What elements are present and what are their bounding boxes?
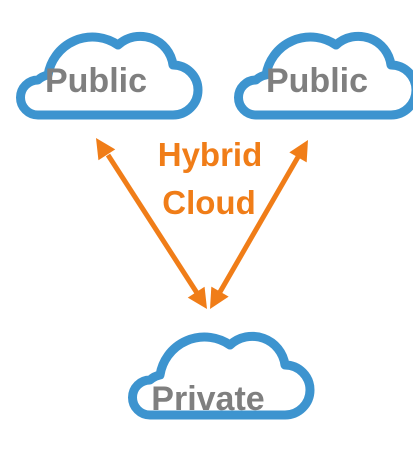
arrow-line-left xyxy=(105,153,200,295)
cloud-label-private: Private xyxy=(151,380,264,418)
arrow-head-right-bottom xyxy=(210,286,229,309)
arrow-line-right xyxy=(217,155,301,294)
connector-right xyxy=(210,140,308,309)
cloud-label-public-right: Public xyxy=(266,62,368,100)
arrow-head-left-top xyxy=(96,138,116,161)
arrow-head-left-bottom xyxy=(187,286,207,309)
hybrid-label-line-1: Hybrid xyxy=(158,136,263,173)
connector-left xyxy=(96,138,207,309)
private-cloud: Private xyxy=(133,336,311,418)
hybrid-cloud-label: Hybrid Cloud xyxy=(158,136,263,221)
public-cloud-right: Public xyxy=(239,36,413,115)
hybrid-label-line-2: Cloud xyxy=(162,184,255,221)
public-cloud-left: Public xyxy=(20,36,198,115)
cloud-label-public-left: Public xyxy=(45,62,147,100)
arrow-head-right-top xyxy=(289,140,308,163)
